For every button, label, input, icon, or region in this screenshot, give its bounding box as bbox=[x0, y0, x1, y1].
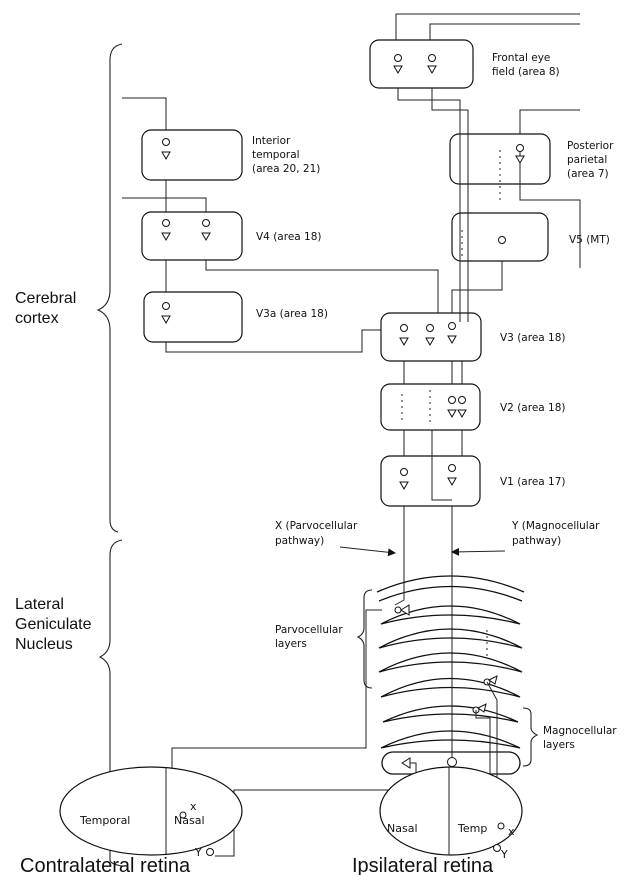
pp-label-line1: Posterior bbox=[567, 140, 614, 152]
connection-wires bbox=[122, 14, 580, 770]
pp-label-line2: parietal bbox=[567, 154, 607, 166]
magno-label-line1: Magnocellular bbox=[543, 725, 617, 737]
lgn-layers bbox=[377, 576, 524, 774]
x-pathway-label-line1: X (Parvocellular bbox=[275, 520, 358, 532]
parvo-brace bbox=[358, 590, 372, 688]
magno-brace bbox=[523, 708, 537, 766]
fef-label-line2: field (area 8) bbox=[492, 66, 560, 78]
contralateral-caption: Contralateral retina bbox=[20, 855, 191, 875]
contra-nasal-label: Nasal bbox=[174, 814, 205, 827]
v1-box bbox=[381, 456, 480, 506]
ipsi-temp-label: Temp bbox=[457, 822, 487, 835]
lgn-label-line1: Lateral bbox=[15, 596, 64, 613]
cortex-label-line2: cortex bbox=[15, 310, 59, 327]
it-box bbox=[142, 130, 242, 180]
it-label-line3: (area 20, 21) bbox=[252, 163, 320, 175]
y-pathway-label-line2: pathway) bbox=[512, 535, 561, 547]
ipsilateral-retina: Nasal Temp x Y bbox=[380, 767, 522, 861]
ipsilateral-caption: Ipsilateral retina bbox=[352, 855, 494, 875]
v4-label: V4 (area 18) bbox=[256, 231, 322, 243]
v3a-label: V3a (area 18) bbox=[256, 308, 328, 320]
it-label-line1: Interior bbox=[252, 135, 291, 147]
parvo-label-line2: layers bbox=[275, 638, 307, 650]
parvo-label-line1: Parvocellular bbox=[275, 624, 343, 636]
pp-label-line3: (area 7) bbox=[567, 168, 609, 180]
lgn-label-line2: Geniculate bbox=[15, 616, 92, 633]
fef-label-line1: Frontal eye bbox=[492, 52, 550, 64]
v3a-box bbox=[144, 292, 242, 342]
v2-label: V2 (area 18) bbox=[500, 402, 566, 414]
ipsi-y-label: Y bbox=[500, 848, 508, 861]
contralateral-retina: Temporal Nasal x Y bbox=[60, 767, 242, 859]
x-pathway-label-line2: pathway) bbox=[275, 535, 324, 547]
v1-label: V1 (area 17) bbox=[500, 476, 566, 488]
ipsi-x-label: x bbox=[508, 825, 515, 838]
contra-temporal-label: Temporal bbox=[79, 814, 130, 827]
v5-label: V5 (MT) bbox=[569, 234, 610, 246]
cortex-label-line1: Cerebral bbox=[15, 290, 76, 307]
v3-label: V3 (area 18) bbox=[500, 332, 566, 344]
ipsi-nasal-label: Nasal bbox=[387, 822, 418, 835]
magno-label-line2: layers bbox=[543, 739, 575, 751]
contra-x-label: x bbox=[190, 800, 197, 813]
x-pathway-arrow bbox=[340, 547, 395, 553]
y-pathway-arrow bbox=[452, 551, 505, 552]
y-pathway-label-line1: Y (Magnocellular bbox=[511, 520, 600, 532]
lgn-label-line3: Nucleus bbox=[15, 636, 73, 653]
cortex-brace bbox=[98, 44, 122, 532]
contra-y-label: Y bbox=[194, 846, 202, 859]
pp-box bbox=[450, 134, 550, 184]
fef-box bbox=[370, 40, 473, 88]
it-label-line2: temporal bbox=[252, 149, 300, 161]
v3-box bbox=[381, 313, 481, 361]
v4-box bbox=[142, 212, 242, 260]
